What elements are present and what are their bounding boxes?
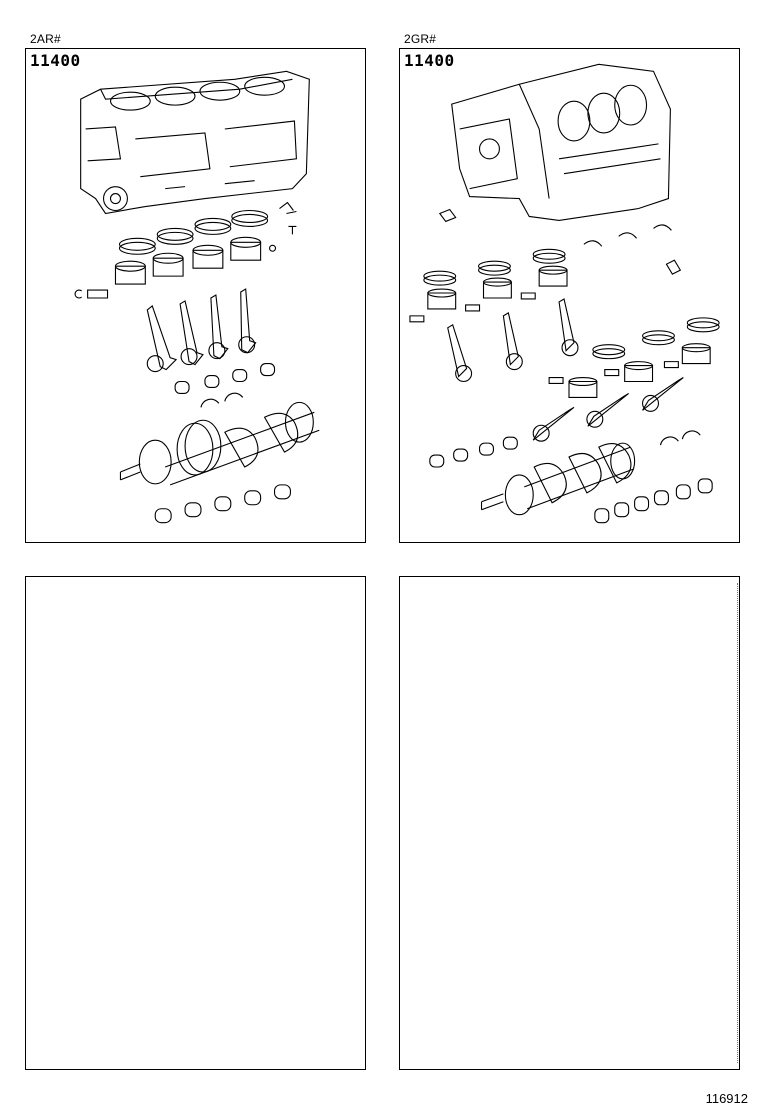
illustration-id: 116912 — [705, 1091, 748, 1106]
dotted-edge — [737, 583, 738, 1063]
piston-ring-icon — [423, 248, 720, 360]
crankshaft-icon — [119, 401, 320, 486]
part-number-2gr: 11400 — [404, 51, 455, 70]
short-block-illustration-2gr — [400, 49, 739, 542]
part-number-2ar: 11400 — [30, 51, 81, 70]
cylinder-block-icon — [80, 70, 310, 215]
connecting-rod-bearing-icon — [174, 363, 276, 394]
dotted-divider — [26, 1069, 114, 1070]
piston-icon — [427, 265, 711, 398]
crankshaft-bearing-icon — [154, 484, 291, 524]
crankshaft-icon — [480, 442, 636, 516]
engine-label-2ar: 2AR# — [30, 32, 61, 46]
oil-jet-icon — [269, 201, 297, 252]
parts-panel-empty-left — [25, 576, 366, 1070]
connecting-rod-icon — [447, 298, 684, 442]
piston-ring-icon — [118, 209, 269, 255]
crankshaft-bearing-icon — [594, 478, 713, 524]
piston-pin-icon — [74, 289, 109, 299]
piston-pin-icon — [409, 292, 679, 385]
parts-panel-empty-right — [399, 576, 740, 1070]
parts-panel-2gr[interactable]: 11400 — [399, 48, 740, 543]
connecting-rod-bearing-icon — [429, 436, 518, 468]
engine-label-2gr: 2GR# — [404, 32, 437, 46]
cylinder-block-icon — [451, 63, 671, 221]
connecting-rod-icon — [146, 288, 257, 373]
piston-icon — [114, 236, 262, 285]
oil-jet-icon — [438, 208, 682, 275]
thrust-washer-icon — [200, 392, 244, 408]
parts-panel-2ar[interactable]: 11400 — [25, 48, 366, 543]
thrust-washer-icon — [659, 430, 701, 446]
short-block-illustration-2ar — [26, 49, 365, 542]
